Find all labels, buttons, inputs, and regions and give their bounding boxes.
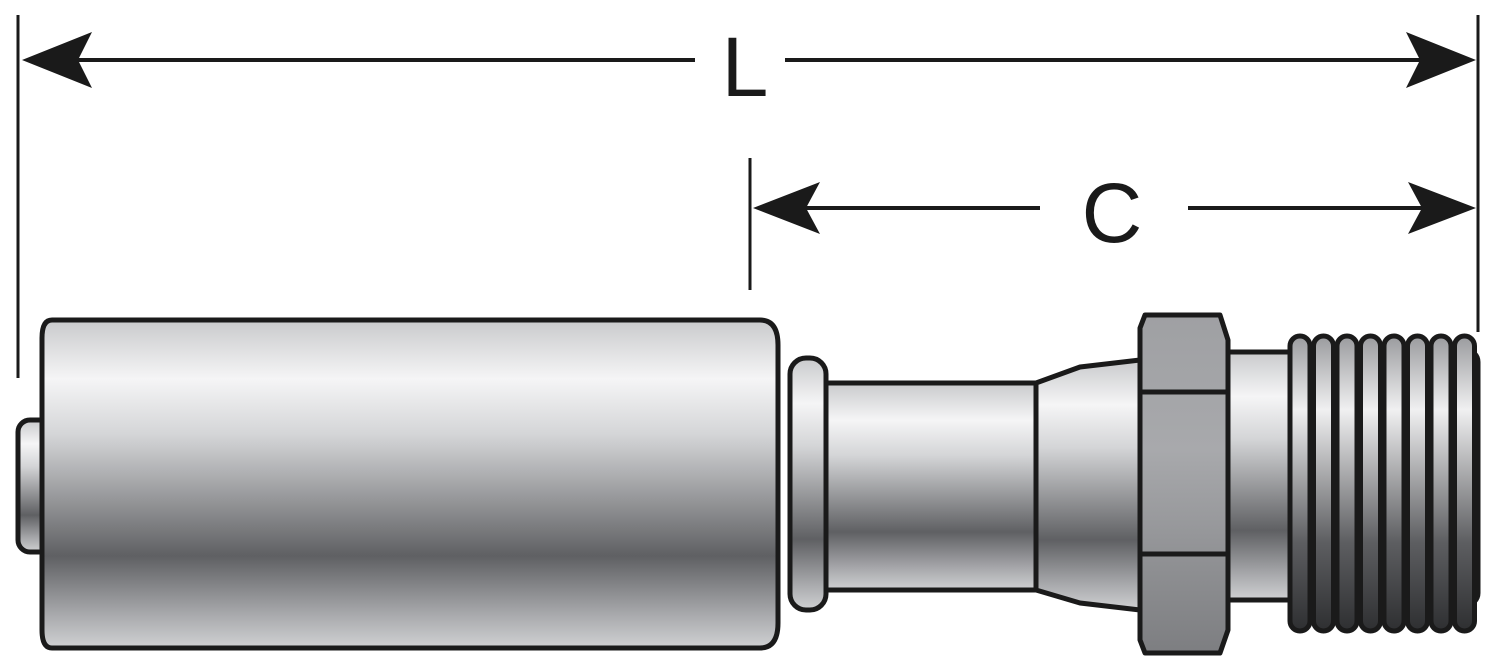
arrowhead-c-left-icon (753, 182, 820, 234)
thread-ridge (1381, 333, 1407, 634)
thread-ridge (1311, 333, 1336, 634)
thread-ridge (1334, 333, 1360, 634)
thread-ridge (1287, 333, 1313, 634)
neck (823, 380, 1039, 593)
collar (787, 355, 829, 613)
hex-nut (1137, 312, 1231, 656)
dimension-c: C (748, 158, 1476, 290)
cone (1033, 357, 1143, 613)
thread-ridge (1452, 333, 1477, 634)
thread-ridge (1358, 333, 1383, 634)
male-threads (1287, 333, 1481, 634)
thread-ridge (1428, 333, 1454, 634)
dimension-label-l: L (722, 20, 769, 114)
thread-body (1225, 349, 1297, 603)
arrowhead-left-icon (22, 32, 92, 88)
arrowhead-right-icon (1406, 32, 1476, 88)
arrowhead-c-right-icon (1408, 182, 1476, 234)
dimension-label-c: C (1082, 166, 1143, 260)
dimension-l: L (16, 15, 1480, 378)
thread-ridge (1405, 333, 1430, 634)
fitting (15, 312, 1481, 656)
ferrule-sleeve (39, 317, 781, 651)
